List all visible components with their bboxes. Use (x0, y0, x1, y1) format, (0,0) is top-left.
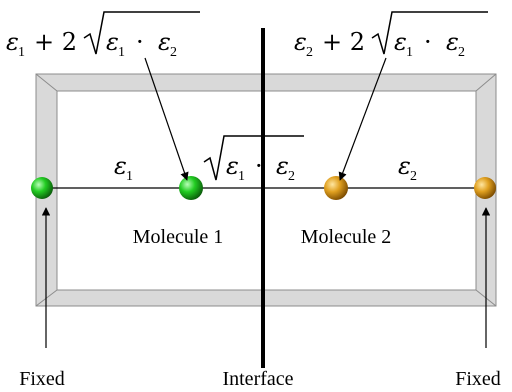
subscript: 1 (18, 45, 25, 60)
subscript: 2 (410, 169, 417, 184)
box-inner-face (56, 90, 477, 291)
subscript: 1 (126, 169, 133, 184)
interface-bond-energy: ε 1 · ε 2 (203, 135, 304, 184)
dot-operator: · (255, 152, 263, 180)
epsilon-symbol: ε (6, 28, 19, 56)
epsilon-symbol: ε (294, 28, 307, 56)
interface-label: Interface (222, 368, 293, 390)
epsilon-symbol: ε (398, 152, 411, 180)
formula-molecule-2: ε 2 + 2 ε 1 · ε 2 (294, 11, 488, 60)
subscript: 2 (170, 45, 177, 60)
subscript: 2 (288, 169, 295, 184)
arrow-to-molecule-1 (144, 57, 189, 181)
arrow-to-molecule-2 (338, 57, 387, 181)
subscript: 1 (238, 169, 245, 184)
epsilon-symbol: ε (226, 152, 239, 180)
molecule-2-label: Molecule 2 (301, 226, 392, 248)
subscript: 1 (118, 45, 125, 60)
epsilon-symbol: ε (394, 28, 407, 56)
fixed-molecule-right (474, 177, 496, 199)
formula-molecule-1: ε 1 + 2 ε 1 · ε 2 (6, 11, 200, 60)
dot-operator: · (136, 28, 144, 56)
molecule-2 (324, 176, 348, 200)
box-edge (475, 73, 497, 92)
simulation-box (35, 73, 497, 307)
epsilon-symbol: ε (158, 28, 171, 56)
plus-two: + 2 (34, 28, 77, 56)
fixed-label-left: Fixed (19, 368, 65, 390)
subscript: 2 (306, 45, 313, 60)
fixed-label-right: Fixed (455, 368, 501, 390)
molecule-1-label: Molecule 1 (133, 226, 224, 248)
bond-energy-1: ε 1 (114, 152, 133, 184)
subscript: 1 (406, 45, 413, 60)
sqrt-sign (203, 135, 304, 181)
epsilon-symbol: ε (446, 28, 459, 56)
plus-two: + 2 (322, 28, 365, 56)
epsilon-symbol: ε (276, 152, 289, 180)
epsilon-symbol: ε (114, 152, 127, 180)
bond-energy-2: ε 2 (398, 152, 417, 184)
fixed-molecule-left (31, 177, 53, 199)
subscript: 2 (458, 45, 465, 60)
box-edge (35, 73, 58, 92)
epsilon-symbol: ε (106, 28, 119, 56)
dot-operator: · (424, 28, 432, 56)
sqrt-sign (371, 11, 488, 55)
sqrt-sign (83, 11, 200, 55)
molecule-1 (179, 176, 203, 200)
